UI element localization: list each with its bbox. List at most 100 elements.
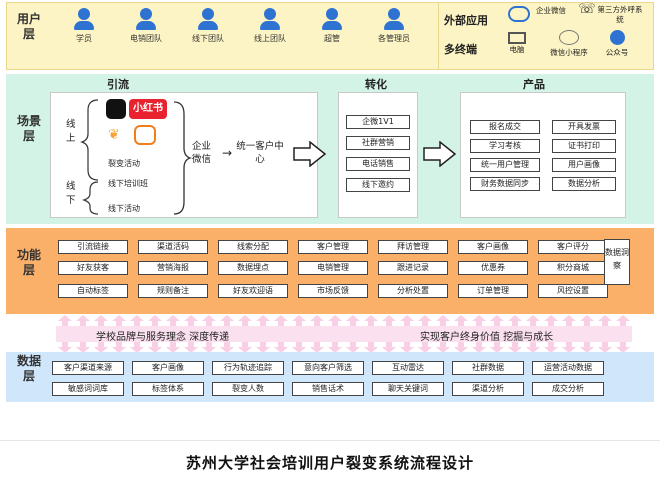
function-item: 分析处置 [378, 284, 448, 298]
product-item: 用户画像 [552, 158, 616, 172]
function-item: 订单管理 [458, 284, 528, 298]
data-item: 裂变人数 [212, 382, 284, 396]
section-chanpin: 产品 [523, 78, 545, 91]
arrow-right-icon: → [222, 146, 233, 160]
data-item: 销售话术 [292, 382, 364, 396]
function-item: 跟进记录 [378, 261, 448, 275]
offline-event-label: 线下活动 [108, 204, 140, 213]
group-icon [202, 8, 214, 20]
online-label: 线上 [66, 119, 76, 144]
conversion-item: 企微1V1 [346, 115, 410, 129]
user-telesales-team: 电销团队 [122, 8, 170, 44]
unified-customer-center: 统一客户中心 [236, 141, 284, 165]
product-item: 财务数据同步 [470, 177, 540, 191]
data-item: 意向客户筛选 [292, 361, 364, 375]
conversion-item: 线下邀约 [346, 178, 410, 192]
function-item: 好友获客 [58, 261, 128, 275]
data-item: 客户渠道来源 [52, 361, 124, 375]
function-item: 市场反馈 [298, 284, 368, 298]
ext-wecom [496, 6, 542, 24]
conversion-item: 电话销售 [346, 157, 410, 171]
figure-caption: 苏州大学社会培训用户裂变系统流程设计 [185, 454, 474, 472]
function-item: 优惠券 [458, 261, 528, 275]
function-layer-label: 功能层 [16, 248, 41, 277]
multi-terminal-label: 多终端 [444, 43, 477, 56]
product-item: 统一用户管理 [470, 158, 540, 172]
flow-strip [56, 326, 632, 342]
data-item: 聊天关键词 [372, 382, 444, 396]
data-insight-box: 数据洞察 [604, 239, 630, 285]
data-item: 渠道分析 [452, 382, 524, 396]
function-item: 营销海报 [138, 261, 208, 275]
data-layer-label: 数据层 [16, 354, 41, 383]
function-item: 渠道活码 [138, 240, 208, 254]
function-item: 引流链接 [58, 240, 128, 254]
conversion-item: 社群营销 [346, 136, 410, 150]
function-item: 积分商城 [538, 261, 608, 275]
user-layer-label: 用户层 [16, 12, 41, 41]
wecom-entry-label: 企业微信 [192, 141, 212, 165]
section-yinliu: 引流 [107, 78, 129, 91]
function-item: 电销管理 [298, 261, 368, 275]
data-item: 社群数据 [452, 361, 524, 375]
ext-third-party-call: 第三方外呼系统 [597, 5, 643, 24]
xiaohongshu-logo: 小红书 [129, 99, 167, 119]
user-student: 学员 [60, 8, 108, 44]
function-item: 风控设置 [538, 284, 608, 298]
group-icon [264, 8, 276, 20]
function-item: 好友欢迎语 [218, 284, 288, 298]
big-arrow-icon [293, 141, 327, 167]
acquisition-braces [80, 99, 99, 215]
person-icon [78, 8, 90, 20]
divider [0, 440, 660, 441]
kuaishou-icon [134, 125, 156, 145]
data-item: 行为轨迹追踪 [212, 361, 284, 375]
product-item: 报名成交 [470, 120, 540, 134]
function-item: 拜访管理 [378, 240, 448, 254]
external-apps-label: 外部应用 [444, 14, 488, 27]
data-item: 运营活动数据 [532, 361, 604, 375]
wechat-channels-icon: ❦ [108, 127, 120, 143]
data-item: 标签体系 [132, 382, 204, 396]
function-item: 客户管理 [298, 240, 368, 254]
function-item: 自动标签 [58, 284, 128, 298]
person-icon [388, 8, 400, 20]
ext-wecom-label: 企业微信 [536, 6, 566, 15]
data-item: 成交分析 [532, 382, 604, 396]
product-item: 学习考核 [470, 139, 540, 153]
flow-left-text: 学校品牌与服务理念 深度传递 [96, 332, 230, 343]
ext-miniprogram: 微信小程序 [546, 30, 592, 58]
douyin-icon [106, 99, 126, 119]
product-item: 开具发票 [552, 120, 616, 134]
data-item: 客户画像 [132, 361, 204, 375]
conversion-panel [338, 92, 418, 218]
offline-label: 线下 [66, 181, 76, 206]
wecom-icon [508, 6, 530, 22]
miniprogram-icon [559, 30, 579, 45]
function-item: 数据埋点 [218, 261, 288, 275]
section-zhuanhua: 转化 [365, 78, 387, 91]
user-offline-team: 线下团队 [184, 8, 232, 44]
ext-official-account: 公众号 [594, 30, 640, 58]
function-item: 规则备注 [138, 284, 208, 298]
product-panel [460, 92, 626, 218]
viral-activity-label: 裂变活动 [108, 159, 140, 168]
product-item: 数据分析 [552, 177, 616, 191]
official-account-icon [609, 30, 625, 45]
phone-icon: ☏ [578, 1, 596, 17]
user-online-team: 线上团队 [246, 8, 294, 44]
data-item: 互动雷达 [372, 361, 444, 375]
flow-right-text: 实现客户终身价值 挖掘与成长 [420, 332, 554, 343]
function-item: 客户画像 [458, 240, 528, 254]
big-arrow-icon [423, 141, 457, 167]
product-item: 证书打印 [552, 139, 616, 153]
person-icon [140, 8, 152, 20]
merge-brace [173, 101, 193, 215]
user-admins: 各管理员 [370, 8, 418, 44]
person-icon [326, 8, 338, 20]
ext-computer: 电脑 [494, 32, 540, 55]
computer-icon [508, 32, 526, 44]
function-item: 线索分配 [218, 240, 288, 254]
user-super-admin: 超管 [308, 8, 356, 44]
offline-training-label: 线下培训班 [108, 179, 148, 188]
